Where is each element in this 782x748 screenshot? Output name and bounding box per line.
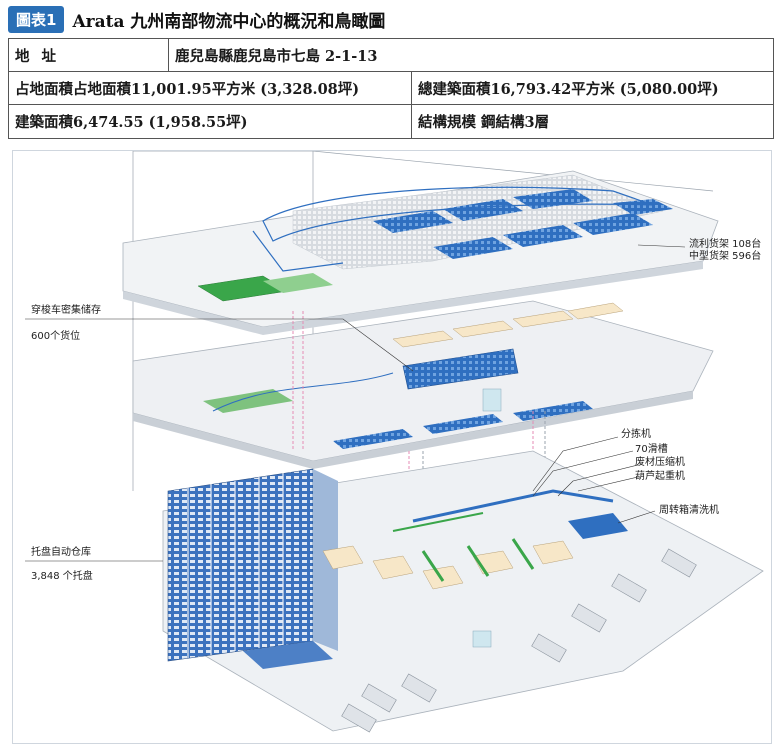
bird-eye-view-diagram: 流利货架 108台 中型货架 596台 穿梭车密集储存 600个货位 分拣机 7…: [12, 150, 772, 744]
facility-info-table: 地址 鹿兒島縣鹿兒島市七島 2-1-13 占地面積占地面積11,001.95平方…: [8, 38, 774, 139]
figure-badge: 圖表1: [8, 5, 65, 33]
land-area: 占地面積占地面積11,001.95平方米 (3,328.08坪): [9, 72, 412, 104]
callout-flow-rack-line1: 流利货架 108台: [689, 239, 762, 250]
address-row: 地址 鹿兒島縣鹿兒島市七島 2-1-13: [9, 39, 773, 72]
area-row: 占地面積占地面積11,001.95平方米 (3,328.08坪) 總建築面積16…: [9, 72, 773, 105]
figure-header: 圖表1 Arata 九州南部物流中心的概況和鳥瞰圖: [8, 4, 385, 34]
floor-1f: [162, 450, 764, 733]
floor-2f: [132, 300, 714, 469]
floor-3f: [122, 170, 719, 335]
callout-chutes: 70滑槽: [635, 444, 668, 455]
flow-rack-blocks: [373, 189, 673, 259]
callout-leaders: [25, 244, 686, 562]
callout-pallet-asrs: 托盘自动仓库: [31, 547, 91, 558]
callout-shuttle-title: 穿梭车密集储存: [31, 305, 101, 316]
callout-hoist: 葫芦起重机: [635, 471, 685, 482]
callout-pallet-count: 3,848 个托盘: [31, 571, 93, 582]
callout-flow-rack-line2: 中型货架 596台: [689, 251, 762, 262]
callout-compactor: 废材压缩机: [635, 457, 685, 468]
pallet-asrs-tower: [167, 468, 338, 662]
structure-scale: 結構規模 鋼結構3層: [418, 114, 550, 131]
structure-row: 建築面積6,474.55 (1,958.55坪) 結構規模 鋼結構3層: [9, 105, 773, 138]
address-value: 鹿兒島縣鹿兒島市七島 2-1-13: [175, 47, 378, 65]
callout-crate-washer: 周转箱清洗机: [659, 505, 719, 516]
figure-title: Arata 九州南部物流中心的概況和鳥瞰圖: [72, 11, 386, 32]
building-area: 建築面積6,474.55 (1,958.55坪): [9, 105, 412, 138]
address-label: 地址: [9, 39, 169, 71]
exploded-floor-illustration: [25, 151, 764, 733]
callout-shuttle-count: 600个货位: [31, 331, 81, 342]
callout-flow-rack: 流利货架 108台 中型货架 596台: [689, 239, 761, 263]
callout-sorter: 分拣机: [621, 429, 651, 440]
total-floor-area: 總建築面積16,793.42平方米 (5,080.00坪): [418, 80, 719, 98]
